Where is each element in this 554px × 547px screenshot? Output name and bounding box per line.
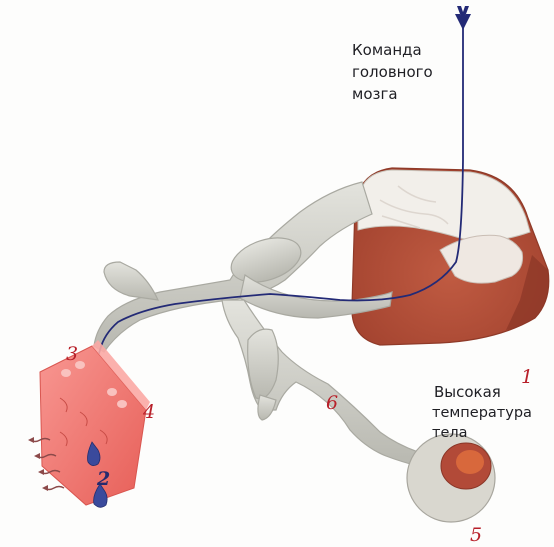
sweat-gland — [407, 434, 495, 522]
brain-command-label: Команда головного мозга — [352, 40, 433, 105]
marker-3: 3 — [66, 343, 78, 365]
brain-command-line-2: головного — [352, 62, 433, 84]
spinal-cord — [352, 168, 549, 345]
marker-5: 5 — [470, 524, 482, 546]
high-temp-line-2: температура тела — [432, 403, 554, 444]
marker-2: 2 — [97, 468, 110, 490]
high-temperature-label: Высокая температура тела — [434, 382, 554, 444]
high-temp-line-1: Высокая — [434, 382, 554, 403]
marker-1: 1 — [521, 366, 533, 388]
descending-arrow-icon — [455, 6, 471, 30]
brain-command-line-3: мозга — [352, 84, 433, 106]
skin-block — [40, 340, 150, 505]
marker-4: 4 — [143, 401, 155, 423]
brain-command-line-1: Команда — [352, 40, 433, 62]
marker-6: 6 — [326, 392, 338, 414]
